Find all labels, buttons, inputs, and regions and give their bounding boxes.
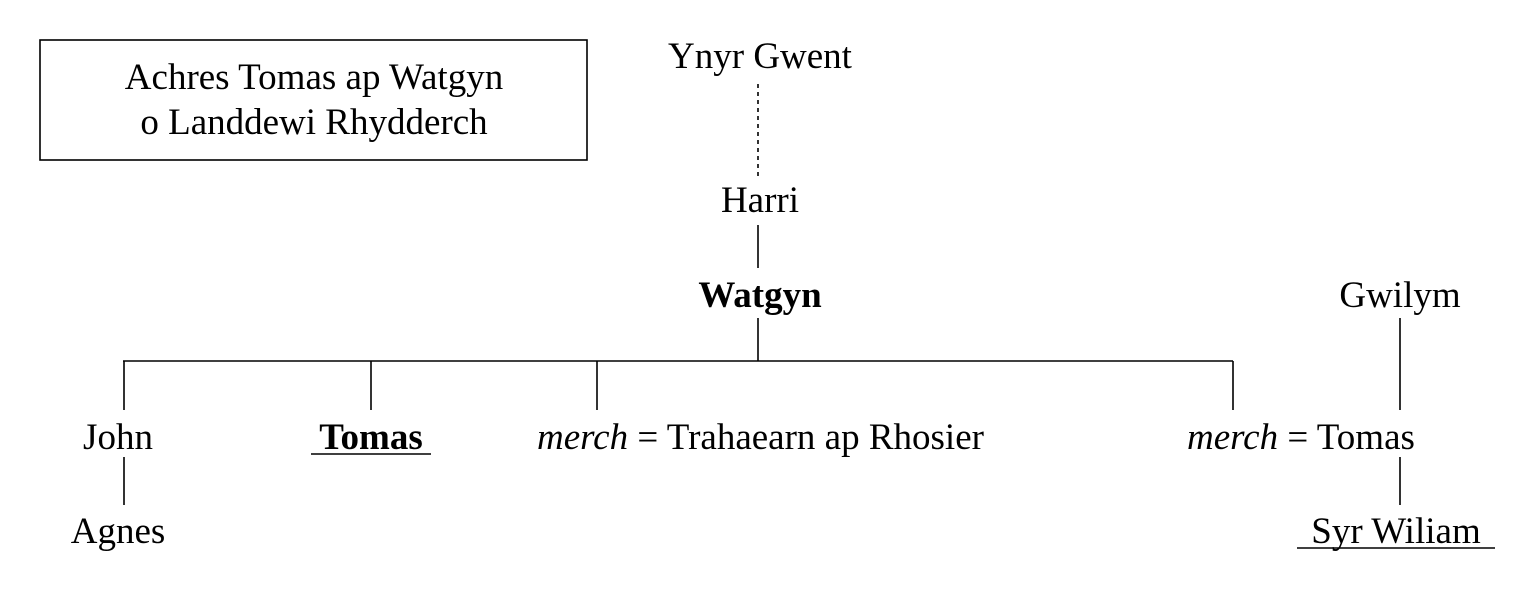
spouse-label: = Tomas	[1278, 417, 1415, 458]
person-harri: Harri	[721, 180, 799, 221]
title-line-2: o Landdewi Rhydderch	[140, 102, 488, 143]
person-ynyr-gwent: Ynyr Gwent	[668, 36, 853, 77]
person-syr-wiliam: Syr Wiliam	[1311, 511, 1481, 552]
person-agnes: Agnes	[71, 511, 166, 552]
person-john: John	[83, 417, 153, 458]
title-line-1: Achres Tomas ap Watgyn	[125, 57, 503, 98]
spouse-label: = Trahaearn ap Rhosier	[628, 417, 984, 458]
title-box	[39, 39, 588, 161]
person-merch-trahaearn: merch = Trahaearn ap Rhosier	[537, 417, 984, 458]
person-gwilym: Gwilym	[1339, 275, 1461, 316]
person-watgyn: Watgyn	[698, 275, 822, 316]
merch-label: merch	[537, 417, 628, 458]
person-tomas: Tomas	[319, 417, 423, 458]
person-merch-tomas: merch = Tomas	[1187, 417, 1415, 458]
merch-label: merch	[1187, 417, 1278, 458]
